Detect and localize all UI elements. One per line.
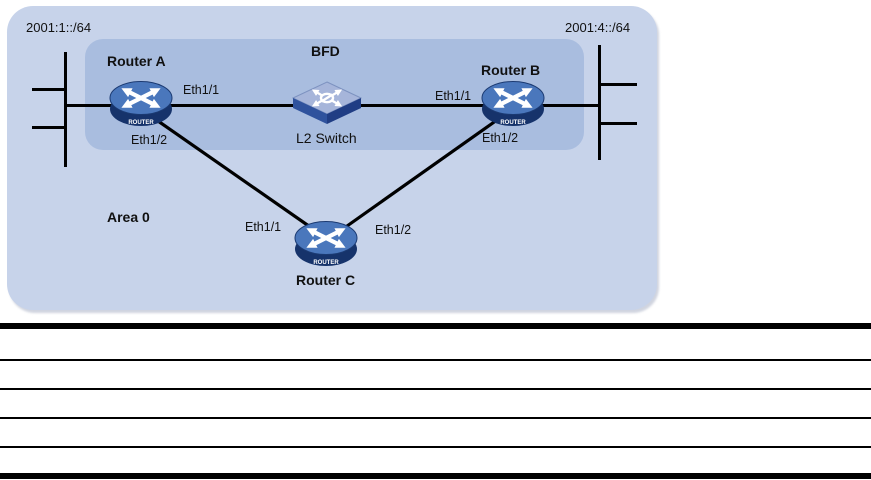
router-c-label: Router C: [296, 272, 356, 288]
table-row-divider-1: [0, 359, 871, 361]
right-segment-bus-line: [598, 45, 601, 160]
router-a-eth1-1-label: Eth1/1: [183, 83, 220, 97]
router-a-eth1-2-label: Eth1/2: [131, 133, 168, 147]
l2-switch-icon: [292, 81, 362, 124]
left-segment-bus-line: [64, 52, 67, 167]
right-segment-stub-bottom: [600, 122, 637, 125]
router-c-badge: ROUTER: [313, 260, 339, 266]
table-row-divider-2: [0, 388, 871, 390]
router-b-eth1-2-label: Eth1/2: [482, 131, 519, 145]
router-a-icon: ROUTER: [109, 81, 173, 126]
left-segment-stub-bottom: [32, 126, 65, 129]
table-row-divider-3: [0, 417, 871, 419]
router-b-badge: ROUTER: [500, 120, 526, 126]
router-b-eth1-1-label: Eth1/1: [435, 89, 472, 103]
bfd-label: BFD: [311, 43, 340, 59]
table-row-divider-4: [0, 446, 871, 448]
router-a-badge: ROUTER: [128, 120, 154, 126]
table-top-border: [0, 323, 871, 329]
l2-switch-label: L2 Switch: [296, 130, 357, 146]
router-c-eth1-1-label: Eth1/1: [245, 220, 282, 234]
table-bottom-border: [0, 473, 871, 479]
router-a-label: Router A: [107, 53, 166, 69]
router-c-icon: ROUTER: [294, 221, 358, 266]
router-c-eth1-2-label: Eth1/2: [375, 223, 412, 237]
router-b-label: Router B: [481, 62, 541, 78]
area0-label: Area 0: [107, 209, 150, 225]
subnet-left-label: 2001:1::/64: [26, 20, 92, 35]
right-segment-stub-top: [600, 83, 637, 86]
router-b-icon: ROUTER: [481, 81, 545, 126]
left-segment-stub-top: [32, 88, 65, 91]
subnet-right-label: 2001:4::/64: [565, 20, 631, 35]
